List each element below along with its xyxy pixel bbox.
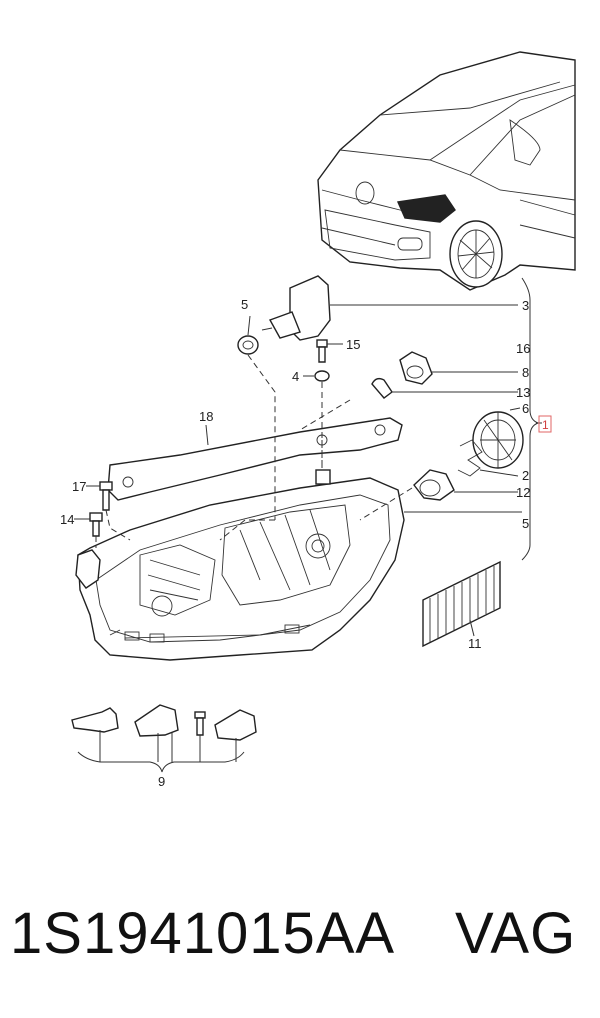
callout-1: 1 <box>542 418 549 432</box>
cover-cap <box>261 275 331 341</box>
part-number: 1S1941015AA <box>10 901 396 966</box>
callout-18: 18 <box>199 409 213 424</box>
car-front-illustration <box>317 51 576 291</box>
nut-4 <box>314 370 330 382</box>
spring-clip-2 <box>457 439 483 477</box>
callout-12: 12 <box>516 485 530 500</box>
callout-labels: 1 3 5 15 16 4 8 13 6 18 2 17 12 14 5 11 … <box>60 297 552 789</box>
callout-3: 3 <box>522 298 529 313</box>
callout-9: 9 <box>158 774 165 789</box>
screw-17 <box>99 481 113 511</box>
screw-14 <box>89 512 103 537</box>
callout-box-1 <box>538 415 552 433</box>
callout-14: 14 <box>60 512 74 527</box>
callout-5-bottom: 5 <box>522 516 529 531</box>
grommet <box>237 335 259 355</box>
callout-2: 2 <box>522 468 529 483</box>
cap-6 <box>472 411 524 469</box>
leader-lines <box>74 304 542 773</box>
callout-16: 16 <box>516 341 530 356</box>
callout-11: 11 <box>468 636 482 651</box>
callout-15: 15 <box>346 337 360 352</box>
bulb-12 <box>413 469 455 501</box>
callout-4: 4 <box>292 369 299 384</box>
small-bulb-13 <box>371 377 393 399</box>
mounting-brackets-9 <box>71 704 257 741</box>
screw-15 <box>316 339 328 363</box>
callout-17: 17 <box>72 479 86 494</box>
headlamp-housing <box>75 469 405 661</box>
callout-6: 6 <box>522 401 529 416</box>
callout-5-top: 5 <box>241 297 248 312</box>
bulb-holder-8 <box>399 351 433 385</box>
callout-8: 8 <box>522 365 529 380</box>
brand-name: VAG <box>455 901 577 966</box>
label-sticker-11 <box>422 560 501 648</box>
callout-13: 13 <box>516 385 530 400</box>
